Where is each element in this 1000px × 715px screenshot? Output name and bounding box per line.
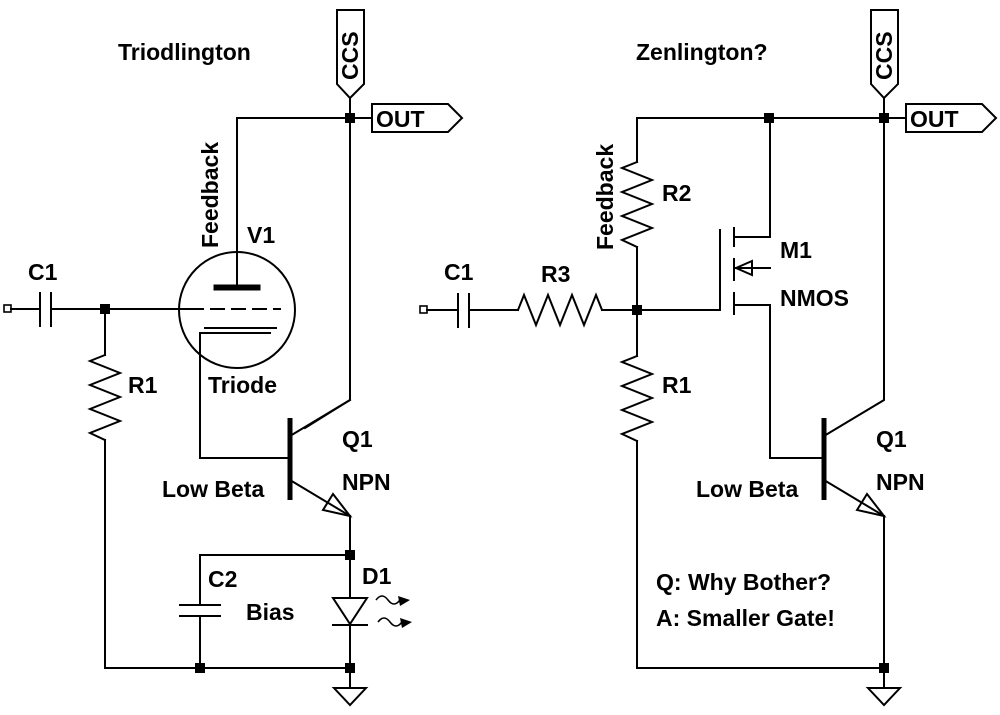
right-ccs-flag: CCS xyxy=(870,9,899,100)
right-r3-label: R3 xyxy=(541,261,570,287)
left-npn-label: NPN xyxy=(342,469,391,495)
left-q1-label: Q1 xyxy=(342,426,373,452)
right-q1-emitter-arrow xyxy=(855,492,887,518)
right-ground-junction xyxy=(879,663,889,673)
left-collector-wire xyxy=(303,117,351,430)
left-d1-label: D1 xyxy=(362,563,392,589)
left-c2-capacitor xyxy=(179,604,221,617)
left-triode-label: Triode xyxy=(208,372,277,398)
right-m1-mosfet xyxy=(733,117,771,459)
right-input-terminal xyxy=(419,305,428,314)
left-q1-transistor xyxy=(287,398,353,518)
left-ccs-flag: CCS xyxy=(336,9,365,100)
right-nmos-label: NMOS xyxy=(780,285,849,311)
left-v1-label: V1 xyxy=(247,222,275,248)
right-ccs-label: CCS xyxy=(871,31,897,80)
right-m1-body-arrow xyxy=(733,259,753,277)
right-q1-transistor xyxy=(821,418,887,518)
right-q1-label: Q1 xyxy=(876,426,907,452)
left-ground-rail xyxy=(104,439,351,669)
right-r2-resistor xyxy=(619,160,655,249)
left-feedback-wire xyxy=(236,117,351,286)
left-c1-capacitor xyxy=(39,292,52,327)
right-title: Zenlington? xyxy=(636,39,768,65)
right-question-text: Q: Why Bother? xyxy=(656,569,831,595)
left-cathode-wire xyxy=(199,332,291,459)
right-c1-capacitor xyxy=(457,293,470,328)
left-d1-light-emission-icon xyxy=(375,595,412,628)
left-r1-label: R1 xyxy=(128,372,158,398)
left-bias-label: Bias xyxy=(246,599,295,625)
right-c1-label: C1 xyxy=(444,259,474,285)
left-c2-top-wire xyxy=(199,554,351,606)
right-out-flag: OUT xyxy=(905,103,998,133)
right-answer-text: A: Smaller Gate! xyxy=(656,605,835,631)
left-q1-emitter-arrow xyxy=(321,492,353,518)
left-c1-label: C1 xyxy=(28,259,58,285)
right-r3-resistor xyxy=(516,292,604,328)
left-feedback-label: Feedback xyxy=(197,142,223,248)
left-triode-v1 xyxy=(178,251,296,369)
right-gate-wire xyxy=(636,229,721,311)
left-ground-icon xyxy=(331,687,369,707)
right-r1-label: R1 xyxy=(662,372,692,398)
left-out-flag: OUT xyxy=(371,103,464,133)
right-ground-icon xyxy=(865,687,903,707)
right-out-label: OUT xyxy=(910,106,959,132)
right-collector-wire xyxy=(822,117,885,438)
left-input-terminal xyxy=(3,304,12,313)
right-feedback-label: Feedback xyxy=(592,144,618,250)
right-m1-label: M1 xyxy=(780,237,812,263)
left-title: Triodlington xyxy=(118,39,251,65)
right-circuit: Zenlington? CCS OUT R2 Feedback C xyxy=(419,9,998,707)
right-r1-resistor xyxy=(619,354,655,443)
left-ccs-label: CCS xyxy=(337,31,363,80)
left-ground-junction xyxy=(345,663,355,673)
left-low-beta-label: Low Beta xyxy=(162,476,264,502)
right-r2-label: R2 xyxy=(662,180,691,206)
right-ground-rail xyxy=(636,440,885,669)
left-circuit: Triodlington CCS OUT Feedback C1 xyxy=(3,9,464,707)
left-c2-ground-junction xyxy=(195,663,205,673)
right-npn-label: NPN xyxy=(876,469,925,495)
left-c2-label: C2 xyxy=(208,566,237,592)
left-r1-resistor xyxy=(87,353,123,442)
right-low-beta-label: Low Beta xyxy=(696,476,798,502)
left-out-label: OUT xyxy=(376,106,425,132)
left-d1-led xyxy=(331,597,369,626)
